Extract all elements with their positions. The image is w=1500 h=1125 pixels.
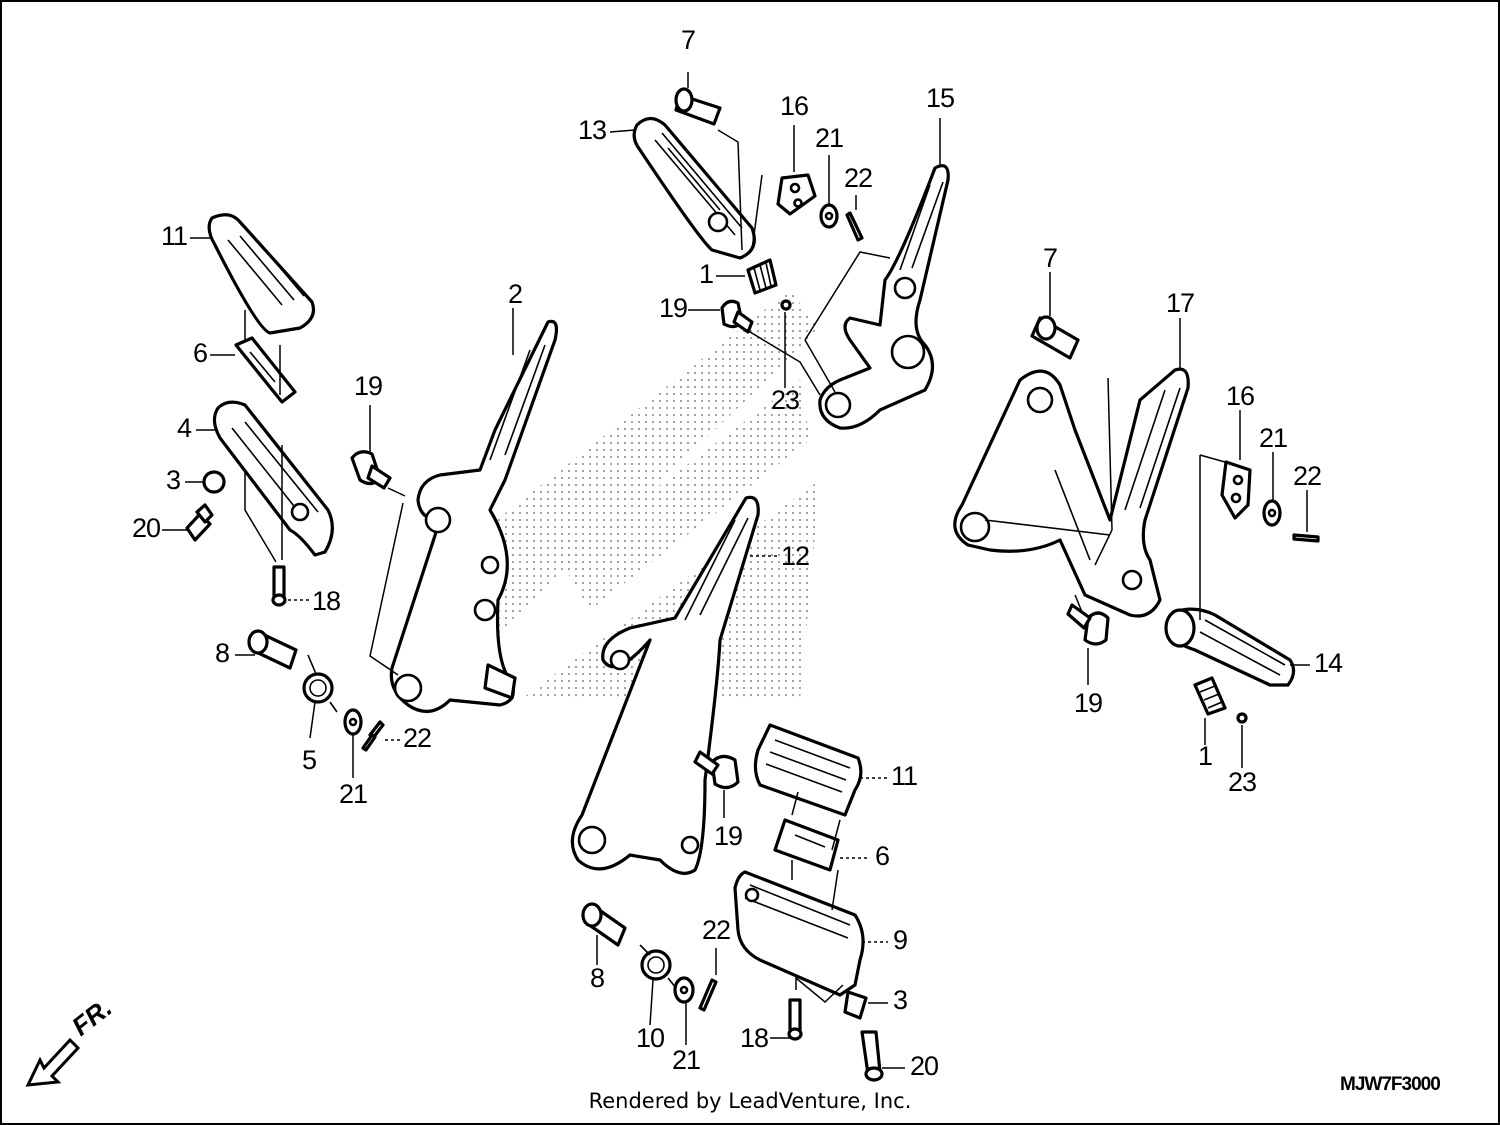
callout-10: 10 [636, 1023, 664, 1053]
part-5-spring-left [302, 654, 338, 713]
part-15-bracket [818, 164, 950, 430]
part-19-bolt-left-bracket [350, 450, 392, 490]
callout-16-top: 16 [780, 91, 808, 121]
part-8-pin-left [247, 629, 298, 670]
callout-7-right: 7 [1043, 243, 1057, 273]
callout-22-bot: 22 [702, 915, 730, 945]
part-22-cotter-right [1292, 533, 1320, 543]
part-19-bolt-mid [693, 750, 740, 790]
part-18-bolt-left [271, 565, 287, 607]
part-22-cotter-top [845, 211, 864, 242]
callout-22-top: 22 [844, 163, 872, 193]
callout-4: 4 [177, 413, 192, 443]
part-21-washer-bot [673, 976, 695, 1004]
callout-16-right: 16 [1226, 381, 1254, 411]
part-20-bolt-bot [860, 1030, 884, 1082]
part-18-bolt-bot [787, 998, 803, 1041]
part-11-rubber-mid [753, 723, 863, 817]
callout-19-right: 19 [1074, 688, 1102, 718]
callout-21-left: 21 [339, 779, 367, 809]
callout-19-top: 19 [659, 293, 687, 323]
callout-14: 14 [1314, 648, 1343, 678]
callout-19-left: 19 [354, 371, 382, 401]
part-1-spring-top [746, 258, 778, 295]
part-7-pin-top [674, 87, 722, 126]
part-20-bolt-left [185, 503, 214, 542]
callout-3-bot: 3 [893, 985, 907, 1015]
callout-23-top: 23 [771, 385, 799, 415]
callout-12: 12 [781, 541, 809, 571]
callout-20-left: 20 [132, 513, 160, 543]
part-19-bolt-top [720, 299, 754, 334]
callout-5: 5 [302, 745, 316, 775]
part-21-washer-top [819, 203, 839, 229]
callout-9: 9 [893, 925, 907, 955]
callout-22-right: 22 [1293, 461, 1321, 491]
render-credit: Rendered by LeadVenture, Inc. [588, 1089, 912, 1113]
callout-6-mid: 6 [875, 841, 889, 871]
callout-21-right: 21 [1259, 423, 1287, 453]
callout-1-top: 1 [699, 259, 713, 289]
part-2-bracket [389, 319, 559, 713]
part-21-washer-left [343, 708, 363, 736]
part-6-plate-mid [773, 818, 840, 872]
part-3-bushing-left [202, 470, 226, 494]
part-16-plate-right [1220, 460, 1252, 520]
callout-labels: 7 16 15 13 21 22 1 19 23 11 2 6 19 4 3 2… [132, 25, 1344, 1081]
callout-21-top: 21 [815, 123, 843, 153]
part-23-ball-right [1236, 712, 1248, 724]
callout-8-left: 8 [215, 638, 229, 668]
callout-15: 15 [926, 83, 954, 113]
part-17-bracket [953, 367, 1190, 618]
part-6-plate-left [234, 336, 297, 404]
callout-1-right: 1 [1198, 741, 1212, 771]
part-13-footpeg [632, 116, 756, 260]
part-22-cotter-left [361, 720, 385, 752]
leader-lines [162, 72, 1310, 1069]
part-16-plate-top [776, 173, 817, 216]
part-10-spring [639, 944, 677, 989]
callout-3-left: 3 [166, 465, 180, 495]
part-21-washer-right [1262, 499, 1282, 527]
part-23-ball-top [780, 299, 792, 311]
front-direction-arrow [25, 1037, 81, 1087]
callout-6-left: 6 [193, 338, 207, 368]
part-22-cotter-bot [698, 978, 718, 1012]
part-9-footpeg [733, 870, 865, 997]
callout-13: 13 [578, 115, 606, 145]
part-14-footpeg [1164, 607, 1296, 687]
diagram-code: MJW7F3000 [1340, 1074, 1441, 1095]
callout-18-left: 18 [312, 586, 340, 616]
part-11-rubber-left [207, 213, 316, 335]
part-12-bracket [570, 495, 760, 875]
part-19-bolt-right [1066, 603, 1110, 646]
callout-20-bot: 20 [910, 1051, 938, 1081]
callout-8-bot: 8 [590, 963, 604, 993]
callout-22-left: 22 [403, 723, 431, 753]
callout-11-mid: 11 [891, 761, 917, 791]
callout-17: 17 [1166, 288, 1194, 318]
callout-7-top: 7 [681, 25, 695, 55]
callout-19-mid: 19 [714, 821, 742, 851]
callout-21-bot: 21 [672, 1045, 700, 1075]
part-1-spring-right [1193, 676, 1227, 716]
part-8-pin-bot [581, 902, 627, 947]
part-4-footpeg-left [212, 400, 334, 557]
callout-18-bot: 18 [740, 1023, 768, 1053]
callout-23-right: 23 [1228, 767, 1256, 797]
part-3-bushing-bot [843, 990, 868, 1020]
part-7-pin-right [1030, 315, 1080, 360]
callout-2: 2 [508, 279, 522, 309]
callout-11-left: 11 [161, 221, 187, 251]
